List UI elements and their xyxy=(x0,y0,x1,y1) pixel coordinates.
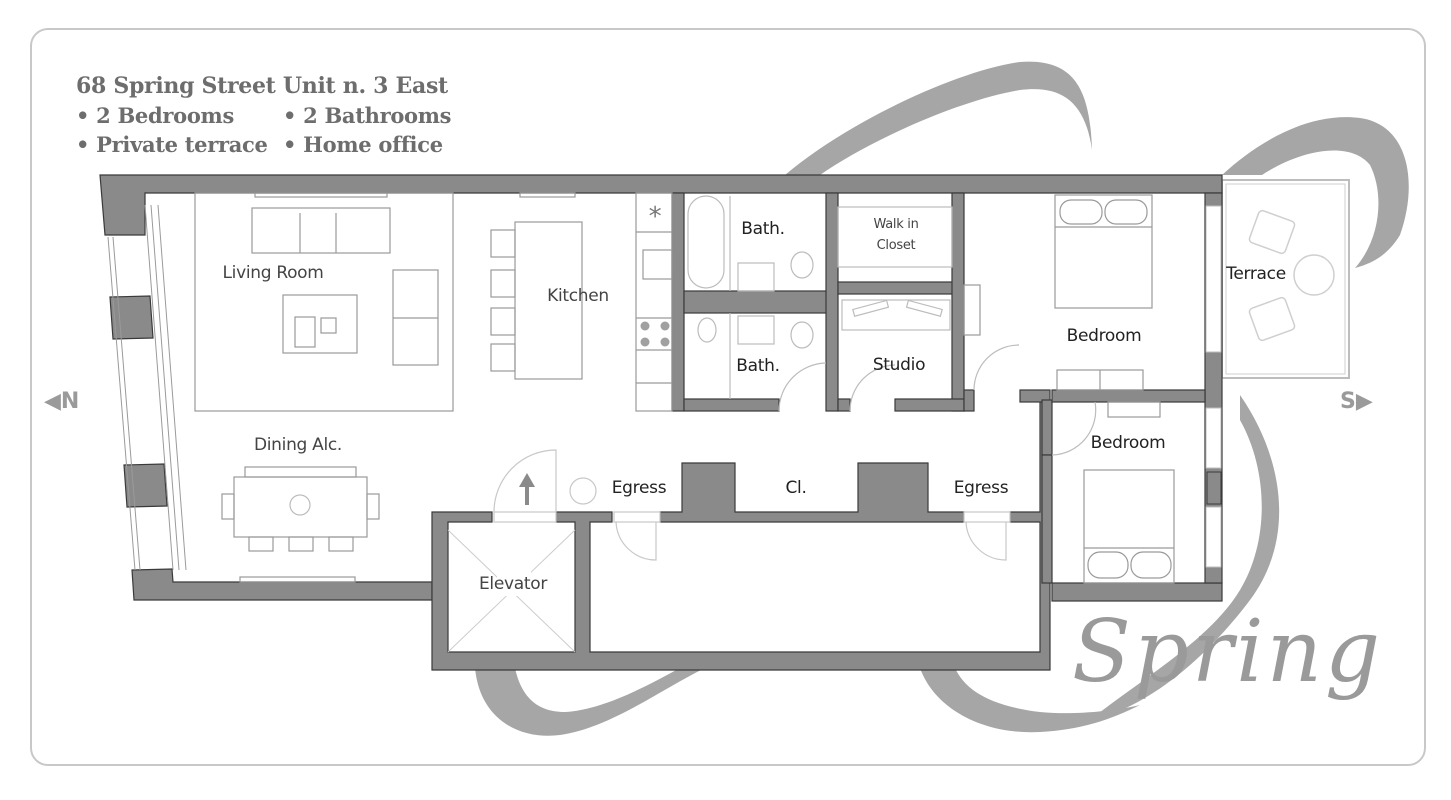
kitchen-island-icon xyxy=(514,221,583,380)
fridge-icon: * xyxy=(648,202,662,232)
label-egress-2: Egress xyxy=(953,478,1009,498)
label-dining: Dining Alc. xyxy=(253,435,343,455)
arrow-right-icon: ▶ xyxy=(1355,389,1373,414)
fan-icon xyxy=(569,477,597,505)
bathroom-fixtures xyxy=(687,195,896,412)
closet-studio-fixtures xyxy=(837,206,953,331)
label-studio: Studio xyxy=(872,355,926,375)
studio-desk-icon xyxy=(841,299,951,331)
label-bath-2: Bath. xyxy=(736,356,780,376)
label-closet: Cl. xyxy=(785,478,807,498)
doors xyxy=(493,449,1011,561)
bath-sink-icon xyxy=(737,262,775,292)
listing-title: 68 Spring Street Unit n. 3 East xyxy=(76,73,448,99)
bedroom-furniture xyxy=(963,194,1175,584)
windows xyxy=(1205,205,1222,568)
interior-walls xyxy=(671,192,1223,602)
terrace-chair-icon xyxy=(1248,209,1335,342)
shower-icon xyxy=(697,317,717,343)
kitchen-counter xyxy=(635,192,673,412)
left-window-glazing xyxy=(107,204,187,571)
label-elevator: Elevator xyxy=(478,574,548,594)
compass-north: ◀N xyxy=(44,389,80,414)
feature-bathrooms: • 2 Bathrooms xyxy=(283,103,452,128)
listing-header: 68 Spring Street Unit n. 3 East • 2 Bedr… xyxy=(76,72,452,159)
entry-arrow-icon xyxy=(519,473,535,505)
label-walk-in-closet: Walk in Closet xyxy=(873,217,919,253)
dining-table-icon xyxy=(233,476,368,538)
label-terrace: Terrace xyxy=(1226,264,1286,284)
sink-icon xyxy=(642,249,673,280)
feature-terrace: • Private terrace xyxy=(76,132,268,157)
label-egress-1: Egress xyxy=(611,478,667,498)
decorative-swirl xyxy=(475,61,1409,736)
rug-icon xyxy=(194,192,454,412)
coffee-table-icon xyxy=(282,294,358,354)
label-kitchen: Kitchen xyxy=(547,286,609,306)
stove-burners-icon xyxy=(640,321,670,347)
spring-logo: Spring xyxy=(1072,602,1384,702)
master-bed-icon xyxy=(1054,194,1153,309)
living-room-furniture xyxy=(194,192,454,412)
bathtub-icon xyxy=(687,195,725,289)
second-bed-icon xyxy=(1083,469,1175,584)
compass-south: S▶ xyxy=(1340,389,1373,414)
features-row-2: • Private terrace • Home office xyxy=(76,130,451,159)
features-row-1: • 2 Bedrooms • 2 Bathrooms xyxy=(76,101,452,130)
label-bedroom-master: Bedroom xyxy=(1066,326,1142,346)
label-bedroom-second: Bedroom xyxy=(1090,433,1166,453)
kitchen-furniture xyxy=(490,192,673,412)
feature-office: • Home office xyxy=(283,132,443,157)
terrace-table-icon xyxy=(1293,254,1335,296)
toilet-icon-2 xyxy=(790,321,814,349)
feature-bedrooms: • 2 Bedrooms xyxy=(76,103,234,128)
toilet-icon xyxy=(790,251,814,279)
dining-furniture xyxy=(221,466,380,583)
sofa-icon xyxy=(251,207,391,254)
label-living-room: Living Room xyxy=(222,263,324,283)
label-bath-1: Bath. xyxy=(741,219,785,239)
arrow-left-icon: ◀ xyxy=(44,389,61,414)
corridor-walls xyxy=(431,399,1051,671)
bath-sink-icon-2 xyxy=(737,315,775,345)
exterior-walls xyxy=(99,174,1223,601)
